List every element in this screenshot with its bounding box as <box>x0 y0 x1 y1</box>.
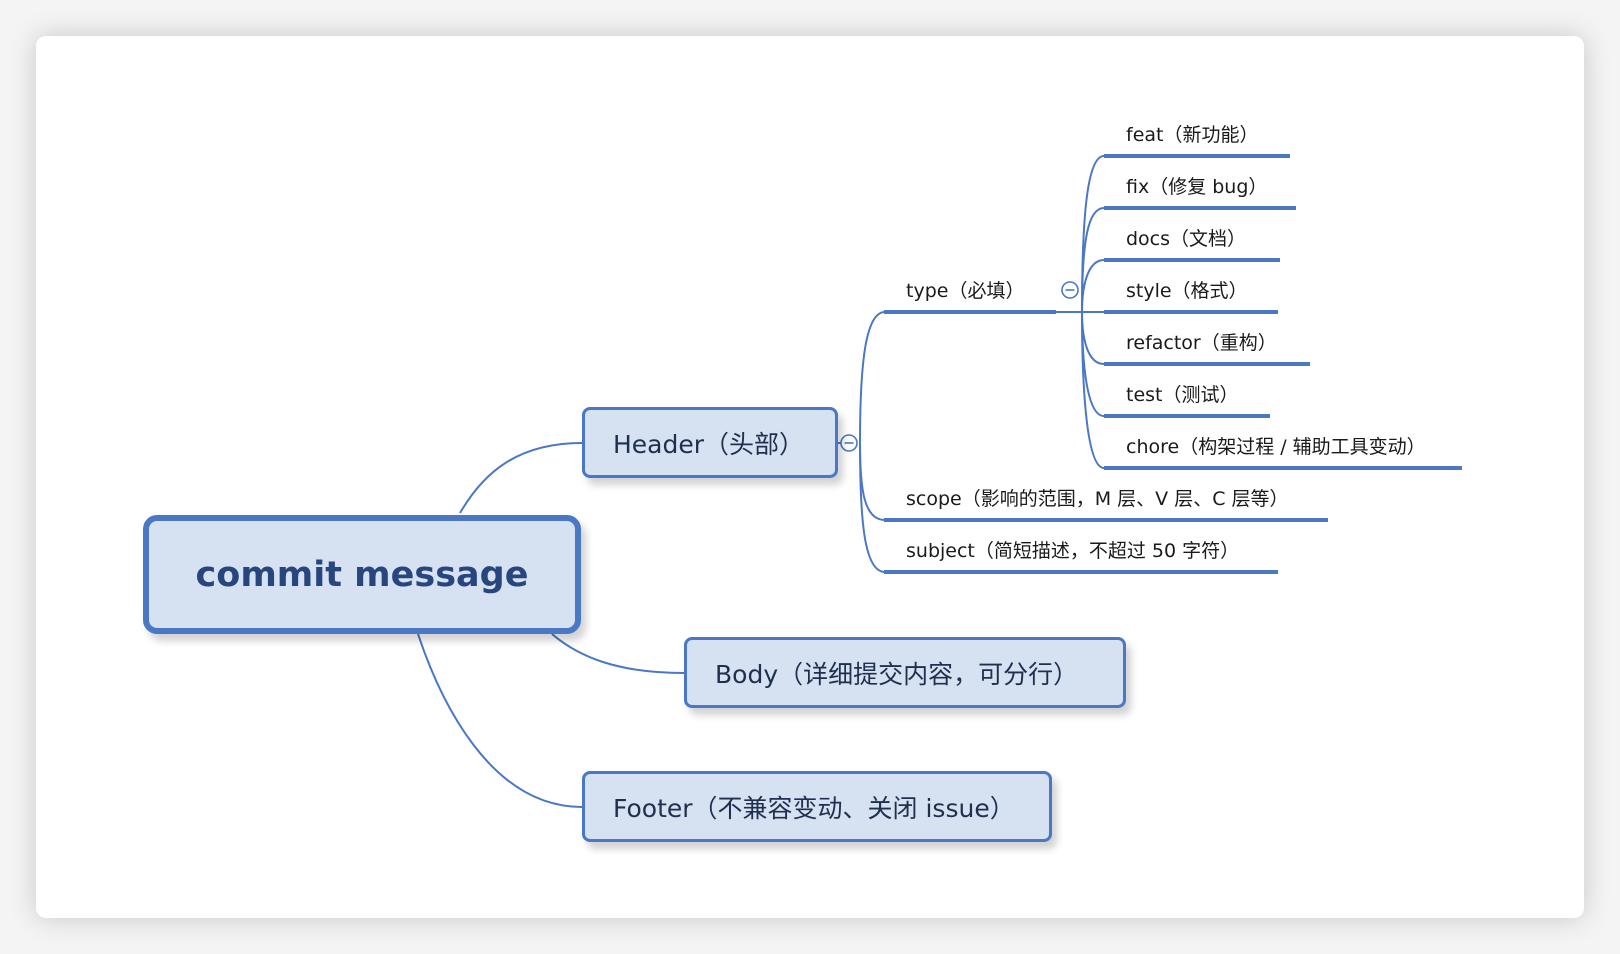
type-leaf-chore[interactable]: chore（构架过程 / 辅助工具变动） <box>1104 435 1462 470</box>
type-leaf-docs[interactable]: docs（文档） <box>1104 227 1280 262</box>
connector-type-docs <box>1081 259 1105 313</box>
type-leaf-test[interactable]: test（测试） <box>1104 383 1270 418</box>
type-leaf-style[interactable]: style（格式） <box>1104 279 1278 314</box>
connector-root-body <box>551 633 685 674</box>
connector-header-scope <box>859 442 886 521</box>
type-collapse-toggle[interactable] <box>1061 281 1079 299</box>
subject-label: subject（简短描述，不超过 50 字符） <box>906 540 1240 562</box>
leaf-label: style（格式） <box>1126 280 1248 302</box>
type-leaf-fix[interactable]: fix（修复 bug） <box>1104 175 1296 210</box>
leaf-label: feat（新功能） <box>1126 124 1259 146</box>
header-label: Header（头部） <box>613 429 805 459</box>
connector-type-fix <box>1081 207 1105 313</box>
type-leaf-feat[interactable]: feat（新功能） <box>1104 123 1290 158</box>
type-node[interactable]: type（必填） <box>884 279 1056 314</box>
scope-label: scope（影响的范围，M 层、V 层、C 层等） <box>906 488 1289 510</box>
leaf-label: docs（文档） <box>1126 228 1247 250</box>
body-label: Body（详细提交内容，可分行） <box>715 659 1079 689</box>
leaf-label: test（测试） <box>1126 384 1239 406</box>
footer-label: Footer（不兼容变动、关闭 issue） <box>613 793 1015 823</box>
leaf-label: refactor（重构） <box>1126 332 1277 354</box>
scope-node[interactable]: scope（影响的范围，M 层、V 层、C 层等） <box>884 487 1328 522</box>
root-label: commit message <box>195 554 529 595</box>
header-node[interactable]: Header（头部） <box>582 407 838 478</box>
leaf-label: fix（修复 bug） <box>1126 176 1268 198</box>
body-node[interactable]: Body（详细提交内容，可分行） <box>684 637 1126 708</box>
leaf-label: chore（构架过程 / 辅助工具变动） <box>1126 436 1426 458</box>
type-label: type（必填） <box>906 280 1025 302</box>
header-collapse-toggle[interactable] <box>840 434 858 452</box>
connector-type-chore <box>1081 311 1105 469</box>
subject-node[interactable]: subject（简短描述，不超过 50 字符） <box>884 539 1278 574</box>
type-leaf-refactor[interactable]: refactor（重构） <box>1104 331 1310 366</box>
connector-header-type <box>859 311 886 444</box>
connector-type-refactor <box>1081 311 1105 365</box>
footer-node[interactable]: Footer（不兼容变动、关闭 issue） <box>582 771 1052 842</box>
connector-root-header <box>459 442 583 514</box>
connector-header-subject <box>859 442 886 573</box>
connector-root-footer <box>417 633 583 808</box>
connector-type-feat <box>1081 155 1105 313</box>
root-node[interactable]: commit message <box>143 515 581 634</box>
